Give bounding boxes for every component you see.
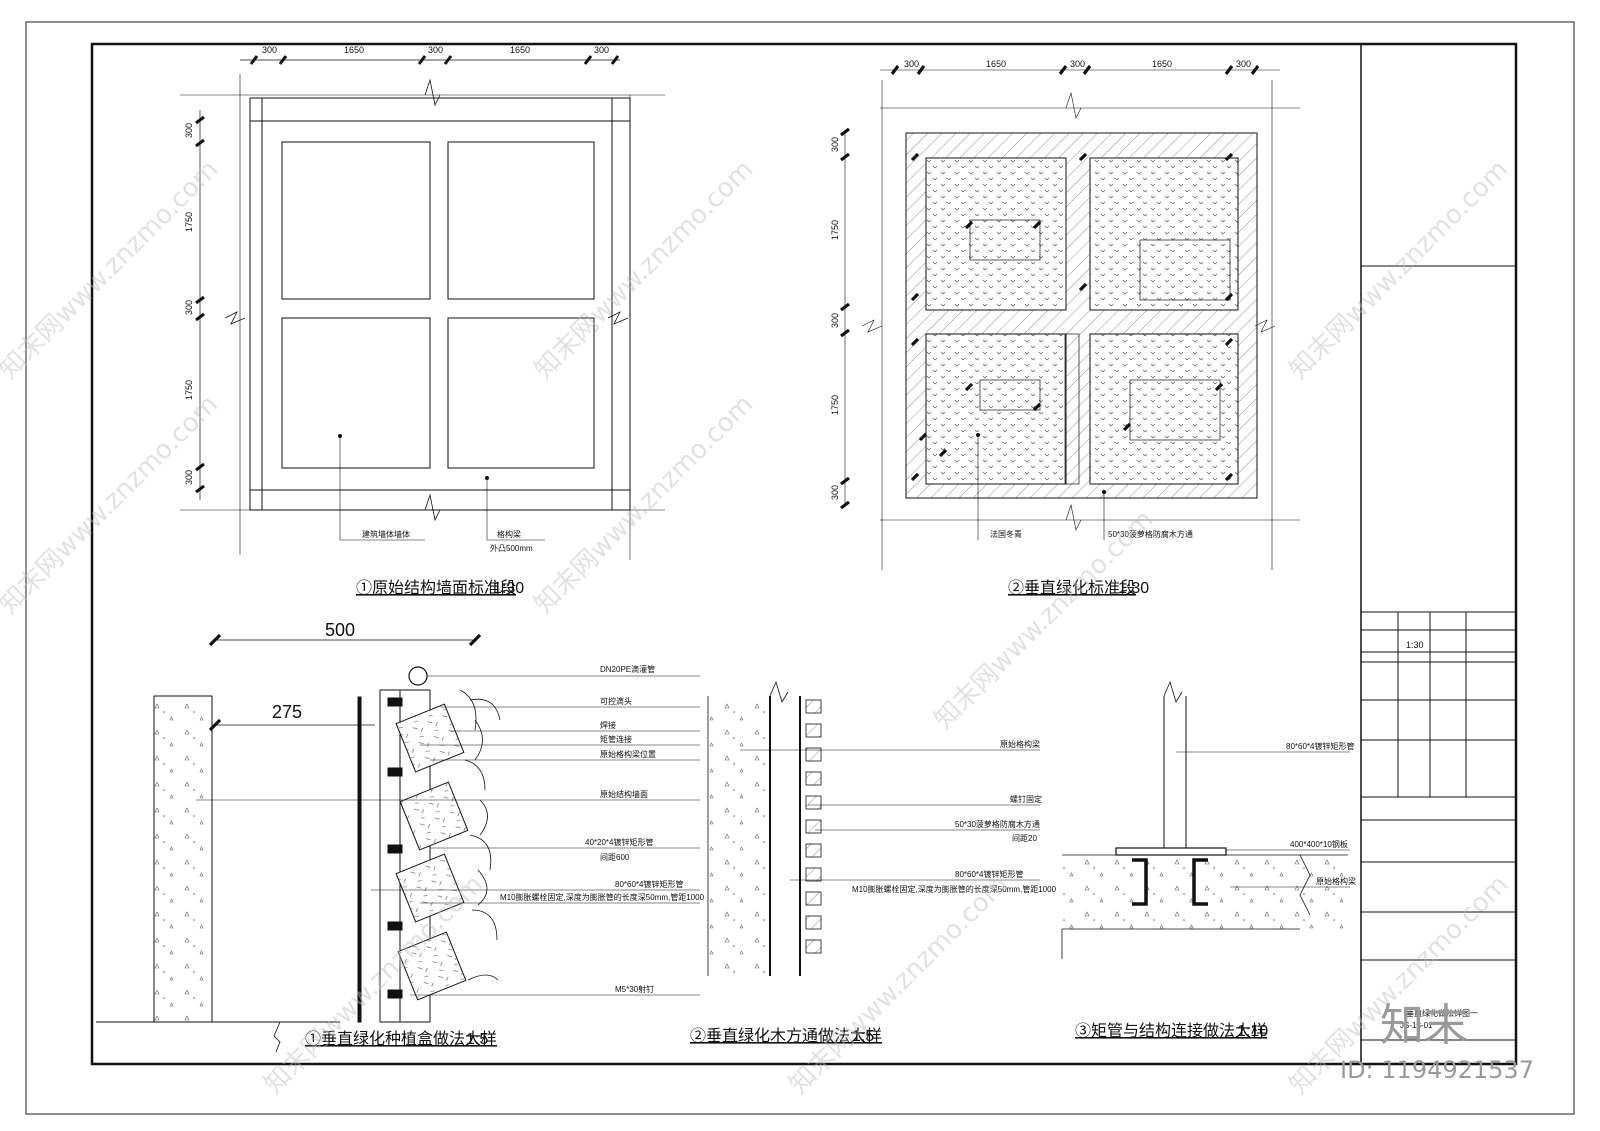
d1-dim-left-4: 1750 [184, 380, 194, 400]
d2-dim-left-4: 1750 [830, 395, 840, 415]
watermark-text-1: 知末网www.znzmo.com [0, 154, 224, 385]
d1-dim-top-2: 1650 [344, 45, 364, 55]
d5-label-1: 400*400*10钢板 [1290, 839, 1348, 849]
watermark-logo: 知末 [1380, 1000, 1468, 1051]
watermark-text-4: 知末网www.znzmo.com [529, 389, 760, 620]
d3-text: 500 275 DN20PE滴灌管 可控滴头 焊接 矩管连接 原始格构梁位置 原… [272, 620, 705, 1048]
d3-scale: 1:5 [466, 1031, 488, 1048]
d1-dim-left-3: 300 [184, 300, 194, 315]
d1-label-beam: 格构梁 [497, 529, 521, 539]
d5-label-0: 80*60*4镀锌矩形管 [1286, 741, 1354, 751]
d2-dim-top-3: 300 [1070, 59, 1085, 69]
d1-dim-top-3: 300 [428, 45, 443, 55]
d3-label-5: 原始结构墙面 [600, 789, 648, 799]
d4-label-2: 50*30菠萝格防腐木方通 [955, 819, 1040, 829]
title-block [1360, 44, 1516, 1064]
d1-title: ①原始结构墙面标准段 [356, 579, 516, 597]
d2-scale: 1:30 [1118, 580, 1149, 597]
d3-dim-500: 500 [325, 620, 355, 640]
drawing-vertical-greening [840, 65, 1300, 570]
watermark-text-2: 知末网www.znzmo.com [529, 154, 760, 385]
drawing-planting-box-detail [96, 633, 700, 1053]
watermark-text-3: 知末网www.znzmo.com [0, 389, 224, 620]
d4-label-0: 原始格构梁 [1000, 739, 1040, 749]
watermark-text-6: 知末网www.znzmo.com [1284, 154, 1515, 385]
d1-label-wall: 建筑墙体墙体 [362, 529, 410, 539]
inner-frame [90, 42, 1518, 1066]
d4-label-4: 80*60*4镀锌矩形管 [955, 869, 1023, 879]
d3-label-9: M10膨胀螺栓固定,深度为膨胀管的长度深50mm,管距1000 [500, 892, 705, 902]
d1-dim-left-1: 300 [184, 123, 194, 138]
d5-text: 80*60*4镀锌矩形管 400*400*10钢板 原始格构梁 ③矩管与结构连接… [1075, 741, 1356, 1040]
d3-label-6: 40*20*4镀锌矩形管 [585, 837, 653, 847]
d1-dim-top-5: 300 [594, 45, 609, 55]
d1-text: 300 1650 300 1650 300 300 1750 300 1750 … [184, 45, 609, 597]
d2-label-wood: 50*30菠萝格防腐木方通 [1108, 529, 1193, 539]
d4-label-5: M10膨胀螺栓固定,深度为膨胀管的长度深50mm,管距1000 [852, 884, 1057, 894]
d3-label-3: 矩管连接 [600, 734, 632, 744]
d1-dim-top-4: 1650 [510, 45, 530, 55]
d3-label-1: 可控滴头 [600, 696, 632, 706]
title-block-scale: 1:30 [1406, 640, 1424, 650]
outer-frame [25, 21, 1575, 1115]
d4-title: ②垂直绿化木方通做法大样 [690, 1027, 882, 1045]
drawing-original-wall [180, 55, 665, 560]
drawing-tube-connection-detail [1061, 680, 1350, 959]
d2-dim-top-5: 300 [1236, 59, 1251, 69]
d3-label-0: DN20PE滴灌管 [600, 664, 655, 674]
d5-title: ③矩管与结构连接做法大样 [1075, 1022, 1267, 1040]
title-block-drawing-name: 垂直绿化做法详图一 [1406, 1008, 1478, 1018]
d2-text: 300 1650 300 1650 300 300 1750 300 1750 … [830, 59, 1251, 597]
d4-scale: 1:5 [852, 1028, 874, 1045]
d1-dim-top-1: 300 [262, 45, 277, 55]
drawing-wood-slat-detail [707, 680, 1040, 976]
d1-dim-left-5: 300 [184, 470, 194, 485]
d2-dim-top-2: 1650 [986, 59, 1006, 69]
title-block-text: 1:30 垂直绿化做法详图一 JS-13-01 [1400, 640, 1478, 1030]
d2-title: ②垂直绿化标准段 [1008, 579, 1136, 597]
d3-title: ①垂直绿化种植盒做法大样 [305, 1030, 497, 1048]
watermark-text-5: 知末网www.znzmo.com [929, 504, 1160, 735]
d3-label-7: 间距600 [600, 853, 630, 862]
d2-label-plant: 法国冬青 [990, 529, 1022, 539]
d4-label-1: 螺钉固定 [1010, 794, 1042, 804]
d2-dim-left-5: 300 [830, 485, 840, 500]
title-block-drawing-no: JS-13-01 [1400, 1021, 1433, 1030]
d2-dim-left-3: 300 [830, 313, 840, 328]
d5-label-2: 原始格构梁 [1316, 876, 1356, 886]
d1-dim-left-2: 1750 [184, 212, 194, 232]
d2-dim-top-1: 300 [904, 59, 919, 69]
d3-label-10: M5*30射钉 [615, 984, 654, 994]
d1-label-beam-note: 外凸500mm [490, 543, 533, 553]
d5-scale: 1:10 [1237, 1023, 1268, 1040]
d3-label-4: 原始格构梁位置 [600, 749, 656, 759]
d3-dim-275: 275 [272, 702, 302, 722]
d3-label-8: 80*60*4镀锌矩形管 [615, 879, 683, 889]
d3-label-2: 焊接 [600, 720, 616, 730]
d1-scale: 1:30 [493, 580, 524, 597]
d2-dim-top-4: 1650 [1152, 59, 1172, 69]
d2-dim-left-1: 300 [830, 137, 840, 152]
d4-label-3: 间距20 [1012, 834, 1037, 843]
d2-dim-left-2: 1750 [830, 220, 840, 240]
watermark-id: ID: 1194921537 [1340, 1056, 1534, 1084]
d4-text: 原始格构梁 螺钉固定 50*30菠萝格防腐木方通 间距20 80*60*4镀锌矩… [690, 739, 1057, 1045]
